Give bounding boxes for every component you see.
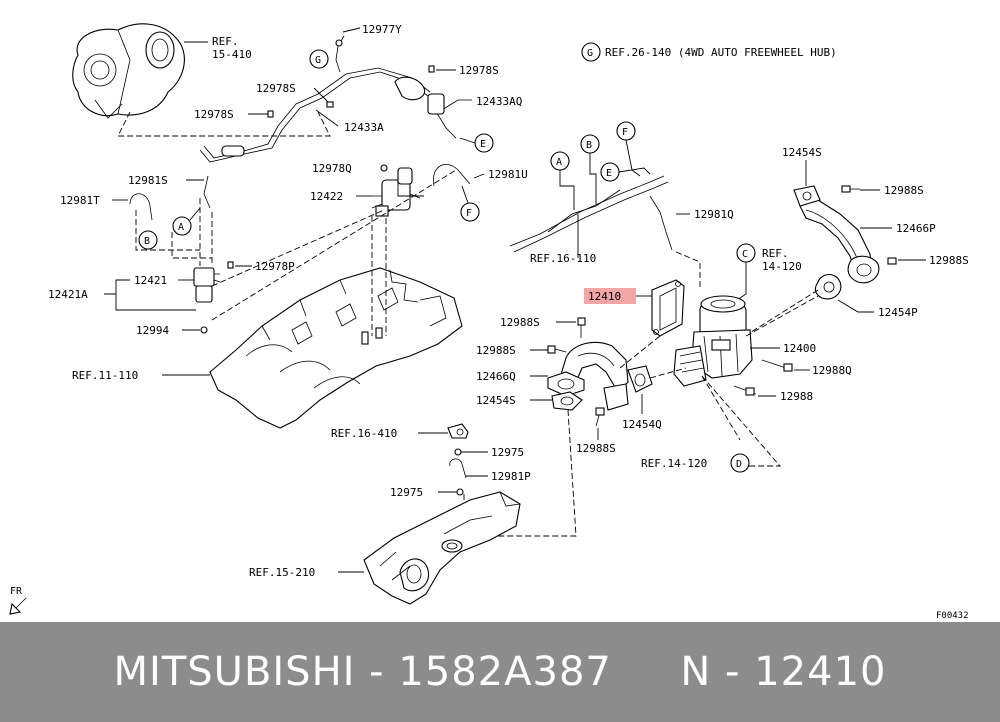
callout-G-letter: G — [315, 55, 321, 66]
egr-valve-12400 — [673, 295, 753, 387]
label-12978P: 12978P — [255, 260, 295, 273]
label-12421A: 12421A — [48, 288, 88, 301]
label-12981U: 12981U — [488, 168, 528, 181]
intake-manifold — [363, 491, 521, 605]
callout-A-letter-left: A — [178, 222, 184, 233]
label-ref-16-410: REF.16-410 — [331, 427, 397, 440]
bolt-12988 — [733, 385, 757, 396]
separator-1: - — [355, 649, 399, 695]
sensor-ref-16-410 — [447, 423, 469, 439]
label-ref-14-120-a: REF. — [762, 247, 789, 260]
label-ref-15-410-a: REF. — [212, 35, 239, 48]
vacuum-tube-12433A — [199, 35, 431, 163]
label-12978S-b: 12978S — [256, 82, 296, 95]
label-12981T: 12981T — [60, 194, 100, 207]
ref-prefix: N — [680, 649, 712, 695]
part-number: 1582A387 — [398, 649, 612, 695]
label-12988S-low: 12988S — [576, 442, 616, 455]
label-12988S-l2: 12988S — [476, 344, 516, 357]
label-ref-14-120-low: REF.14-120 — [641, 457, 707, 470]
flange-12466P — [847, 255, 880, 284]
figure-code: F00432 — [936, 611, 969, 621]
label-12466P: 12466P — [896, 222, 936, 235]
label-12981S: 12981S — [128, 174, 168, 187]
label-ref-11-110: REF.11-110 — [72, 369, 138, 382]
label-12433A: 12433A — [344, 121, 384, 134]
front-arrow-icon — [9, 597, 27, 615]
bolt-12988Q — [761, 359, 793, 372]
separator-2: - — [711, 649, 755, 695]
tube-assembly-ref-16-110 — [509, 175, 669, 253]
label-12454S-left: 12454S — [476, 394, 516, 407]
bolt-12988S-low — [595, 407, 605, 427]
label-12981P: 12981P — [491, 470, 531, 483]
label-12988S-l1: 12988S — [500, 316, 540, 329]
gasket-12454P — [814, 273, 842, 300]
label-12975-b: 12975 — [390, 486, 423, 499]
note-text: REF.26-140 (4WD AUTO FREEWHEEL HUB) — [605, 46, 837, 59]
turbocharger-illustration — [72, 23, 185, 119]
label-12977Y: 12977Y — [362, 23, 402, 36]
label-12400: 12400 — [783, 342, 816, 355]
label-12988Q: 12988Q — [812, 364, 852, 377]
label-12466Q: 12466Q — [476, 370, 516, 383]
callout-A-letter-right: A — [556, 157, 562, 168]
label-12454P: 12454P — [878, 306, 918, 319]
callout-B-letter-right: B — [586, 140, 592, 151]
gasket-12454S-top — [793, 185, 821, 207]
label-12421: 12421 — [134, 274, 167, 287]
callout-F-letter-right: F — [622, 127, 628, 138]
label-ref-15-210: REF.15-210 — [249, 566, 315, 579]
label-12454S-top: 12454S — [782, 146, 822, 159]
gasket-12454S-left — [551, 391, 583, 411]
callout-F-top — [460, 202, 480, 222]
gasket-12454Q — [627, 365, 653, 393]
label-12988S-right: 12988S — [884, 184, 924, 197]
callout-A-left — [172, 216, 192, 236]
egr-pipe-12466Q — [547, 341, 629, 411]
label-12978S-a: 12978S — [459, 64, 499, 77]
label-ref-14-120-b: 14-120 — [762, 260, 802, 273]
callout-D — [730, 453, 750, 473]
callout-B-left — [138, 230, 158, 250]
ref-number: 12410 — [754, 649, 887, 695]
brand-name: MITSUBISHI — [113, 649, 356, 695]
label-12978S-c: 12978S — [194, 108, 234, 121]
callout-G-note-letter: G — [587, 48, 593, 59]
label-12410: 12410 — [588, 290, 621, 303]
callout-G-note — [581, 42, 601, 62]
callout-C-letter: C — [742, 249, 748, 260]
label-12978Q: 12978Q — [312, 162, 352, 175]
label-ref-16-110: REF.16-110 — [530, 252, 596, 265]
callout-F-letter-top: F — [466, 208, 472, 219]
label-12988: 12988 — [780, 390, 813, 403]
callout-B-letter-left: B — [144, 236, 150, 247]
cylinder-head-cover — [209, 267, 463, 429]
fr-label: FR — [10, 586, 23, 597]
callout-E-letter-top: E — [480, 139, 486, 150]
label-ref-15-410-b: 15-410 — [212, 48, 252, 61]
gasket-12410 — [651, 279, 685, 337]
label-12433AQ: 12433AQ — [476, 95, 522, 108]
part-number-banner: MITSUBISHI - 1582A387 N - 12410 — [0, 622, 1000, 722]
gap — [612, 649, 681, 695]
callout-G-top — [309, 49, 329, 69]
label-12994: 12994 — [136, 324, 169, 337]
callout-E-letter-right: E — [606, 168, 612, 179]
label-12422: 12422 — [310, 190, 343, 203]
label-12981Q: 12981Q — [694, 208, 734, 221]
label-12975-a: 12975 — [491, 446, 524, 459]
highlight-12410 — [584, 288, 636, 304]
solenoid-valve-12422 — [371, 167, 421, 217]
parts-diagram: REF. 15-410 12977Y G 12978S 12978S 12978… — [9, 23, 969, 621]
callout-D-letter: D — [736, 459, 742, 470]
solenoid-valve-12421 — [193, 267, 221, 303]
label-12454Q: 12454Q — [622, 418, 662, 431]
label-12988S-right2: 12988S — [929, 254, 969, 267]
